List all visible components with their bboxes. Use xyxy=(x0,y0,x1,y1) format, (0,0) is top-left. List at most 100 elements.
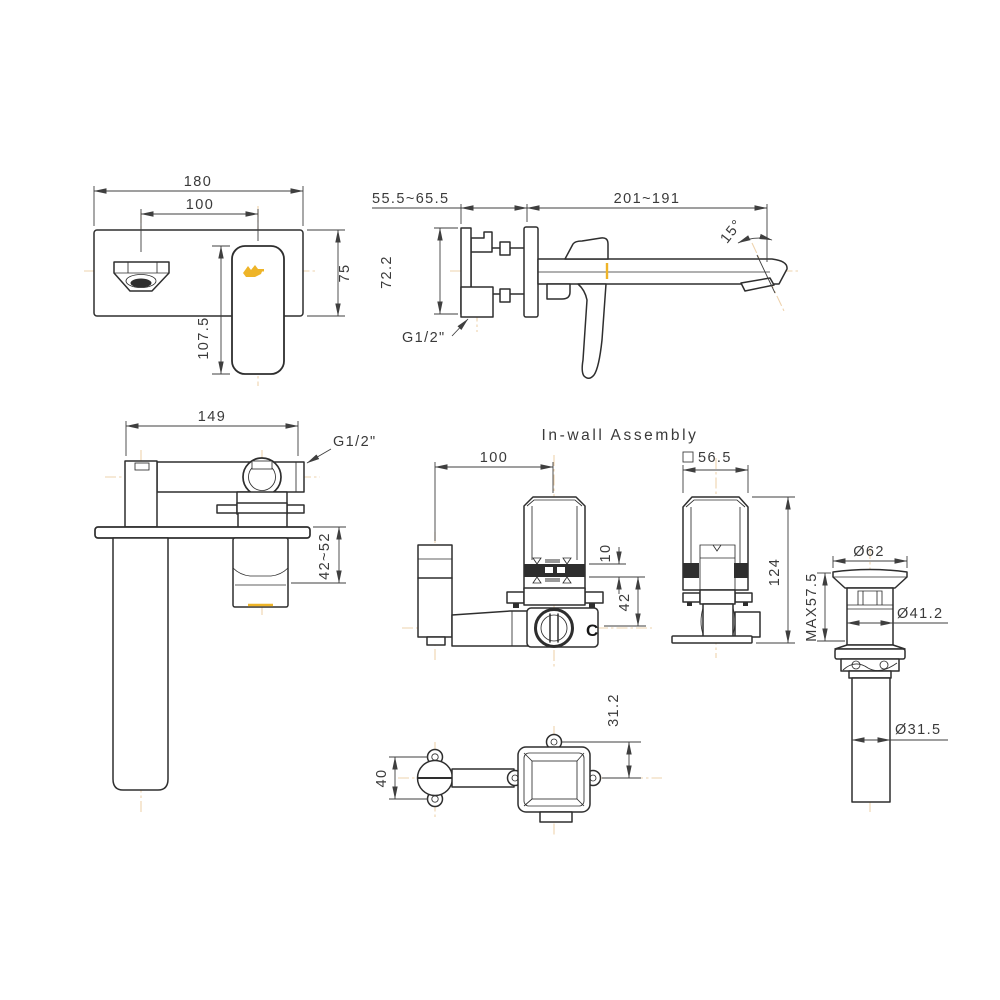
dimension-body-diameter: Ø41.2 xyxy=(846,606,948,626)
view-mixer-side: 149 G1/2" 42~52 xyxy=(94,409,377,815)
dimension-max-height: MAX57.5 xyxy=(804,572,845,642)
mount-tab xyxy=(499,288,511,303)
view-inwall-side: 56.5 124 xyxy=(671,450,795,658)
square-symbol xyxy=(682,451,694,463)
dimension-wall-adjust: 55.5~65.5 xyxy=(372,191,528,224)
inlet-block xyxy=(460,286,494,318)
dim-text-d41-2: Ø41.2 xyxy=(897,606,944,622)
dim-text-10: 10 xyxy=(598,544,614,563)
valve-stem xyxy=(237,512,288,529)
dim-text-42: 42 xyxy=(617,593,633,612)
flange-wing xyxy=(216,504,238,514)
dim-text-180: 180 xyxy=(184,174,212,190)
screw-hole xyxy=(431,753,439,761)
screw-hole xyxy=(431,795,439,803)
dimension-handle-length: 107.5 xyxy=(196,245,230,375)
spout-side xyxy=(537,258,788,292)
view-faucet-side: 55.5~65.5 201~191 72.2 15° G1/2" xyxy=(372,191,800,379)
dim-text-56-5: 56.5 xyxy=(698,450,732,466)
assembly-title: In-wall Assembly xyxy=(541,427,698,444)
dim-text-72-2: 72.2 xyxy=(379,255,395,289)
dimension-body-square: 56.5 xyxy=(682,450,749,493)
label-thread-size: G1/2" xyxy=(306,434,377,464)
dimension-cap-diameter: Ø62 xyxy=(832,544,908,568)
flange-wing xyxy=(286,504,305,514)
dimension-ear-offset: 31.2 xyxy=(562,693,641,779)
cartridge-tower-side xyxy=(682,496,749,591)
dim-text-wall-adjust: 55.5~65.5 xyxy=(372,191,450,207)
mounting-flange xyxy=(506,587,604,608)
dim-text-40: 40 xyxy=(374,769,390,788)
spout-shank xyxy=(124,460,158,528)
dim-text-d31-5: Ø31.5 xyxy=(895,722,942,738)
trim-band xyxy=(734,563,748,578)
view-inwall-front: In-wall Assembly xyxy=(402,427,698,668)
mixer-body xyxy=(124,457,305,529)
handle-front xyxy=(231,245,285,375)
dimension-embed-depth: 42 xyxy=(604,576,646,627)
brand-logo xyxy=(243,265,264,277)
aerator xyxy=(130,278,152,288)
view-drain: Ø62 MAX57.5 Ø41.2 Ø31.5 xyxy=(804,544,948,812)
dimension-flange-holes: 40 xyxy=(374,756,428,800)
inlet-flange-top xyxy=(416,748,454,808)
dim-text-max57-5: MAX57.5 xyxy=(804,572,820,641)
view-faucet-front: 180 100 75 107.5 xyxy=(84,174,353,386)
dim-text-15deg: 15° xyxy=(717,216,746,246)
drop-spout-tube xyxy=(112,537,169,791)
drain-body xyxy=(846,587,894,646)
upper-bracket xyxy=(470,231,493,253)
bottom-tab xyxy=(539,811,573,823)
handle-side xyxy=(564,237,609,379)
mount-tab xyxy=(499,241,511,256)
cartridge-tower xyxy=(523,496,586,591)
dim-text-100: 100 xyxy=(480,450,508,466)
spout-tip-centerline xyxy=(751,242,785,312)
screw-hole xyxy=(550,738,558,746)
thread-label: G1/2" xyxy=(402,330,446,346)
drain-cap xyxy=(832,568,908,589)
dim-text-d62: Ø62 xyxy=(853,544,885,560)
supply-pipe xyxy=(417,544,453,646)
dimension-tail-diameter: Ø31.5 xyxy=(851,722,948,743)
dim-text-31-2: 31.2 xyxy=(606,693,622,727)
dim-text-100: 100 xyxy=(186,197,214,213)
valve-body-side xyxy=(460,226,539,318)
mounting-flange-side xyxy=(682,589,753,606)
thread-label: G1/2" xyxy=(333,434,377,450)
connecting-arm xyxy=(451,610,531,647)
dimension-spout-reach: 201~191 xyxy=(526,191,768,262)
dim-text-124: 124 xyxy=(767,558,783,586)
dimension-overall-width: 180 xyxy=(93,174,304,226)
dimension-plate-height: 75 xyxy=(307,229,353,317)
dimension-total-height: 124 xyxy=(752,496,795,644)
dimension-spout-to-handle: 100 xyxy=(140,197,259,252)
valve-port xyxy=(534,608,574,648)
dim-text-149: 149 xyxy=(198,409,226,425)
pipe-top xyxy=(451,768,515,788)
trim-band xyxy=(683,563,699,578)
trim-band xyxy=(524,564,585,577)
base-bracket xyxy=(671,603,761,644)
view-inwall-top: 40 31.2 xyxy=(374,693,662,836)
dim-text-42-52: 42~52 xyxy=(317,532,333,580)
wall-line xyxy=(94,526,311,539)
under-body xyxy=(546,283,571,300)
dimension-body-height: 72.2 xyxy=(379,227,458,315)
dimension-trim-band: 10 xyxy=(589,544,645,594)
screw-hole xyxy=(589,774,597,782)
screw-hole xyxy=(511,774,519,782)
label-thread-size: G1/2" xyxy=(402,318,469,346)
dim-text-75: 75 xyxy=(337,264,353,283)
dimension-pipe-spacing: 100 xyxy=(434,450,554,541)
wall-flange xyxy=(523,226,539,318)
marking-c: C xyxy=(586,621,598,640)
handle-below xyxy=(232,537,289,608)
dim-text-107-5: 107.5 xyxy=(196,316,212,359)
dimension-body-width: 149 xyxy=(125,409,299,456)
dim-text-spout-reach: 201~191 xyxy=(614,191,681,207)
valve-box-top xyxy=(506,733,602,823)
valve-neck xyxy=(236,491,288,505)
